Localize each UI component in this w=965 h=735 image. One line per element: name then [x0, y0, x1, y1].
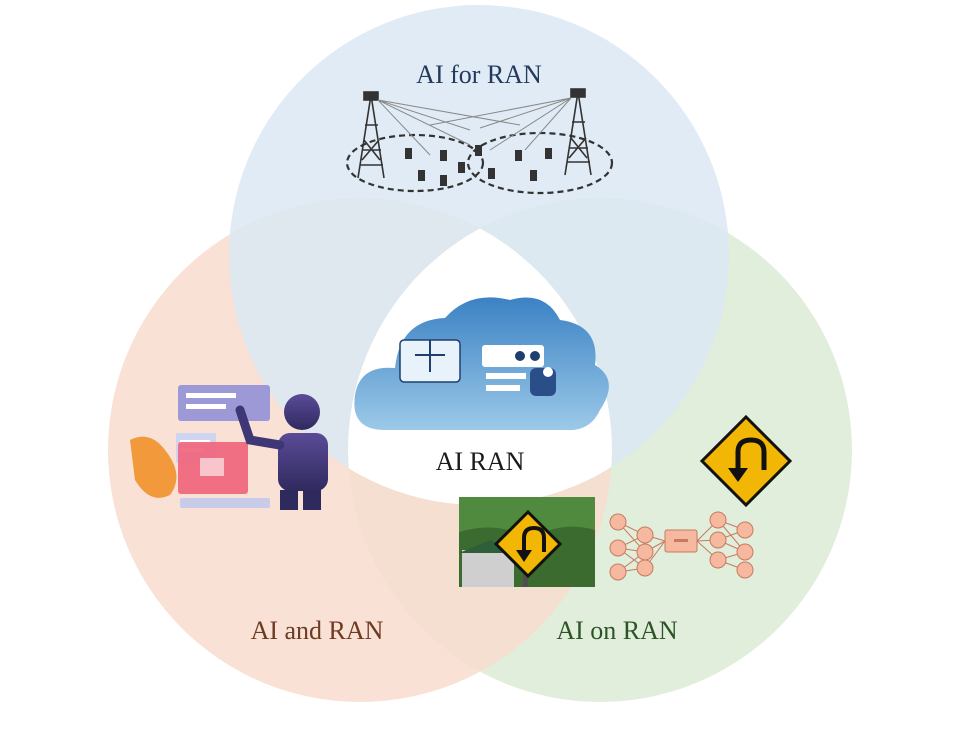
cloud-icon — [354, 297, 609, 431]
cell-tower-icon — [345, 88, 614, 195]
neural-network-icon — [609, 511, 754, 581]
ai-for-ran-label: AI for RAN — [416, 60, 542, 89]
robot-icon — [130, 385, 328, 510]
u-turn-sign-icon — [493, 509, 563, 579]
ai-on-ran-label: AI on RAN — [556, 616, 678, 645]
u-turn-sign-icon — [699, 414, 793, 508]
ai-and-ran-label: AI and RAN — [250, 616, 384, 645]
ai-ran-label: AI RAN — [435, 447, 525, 476]
